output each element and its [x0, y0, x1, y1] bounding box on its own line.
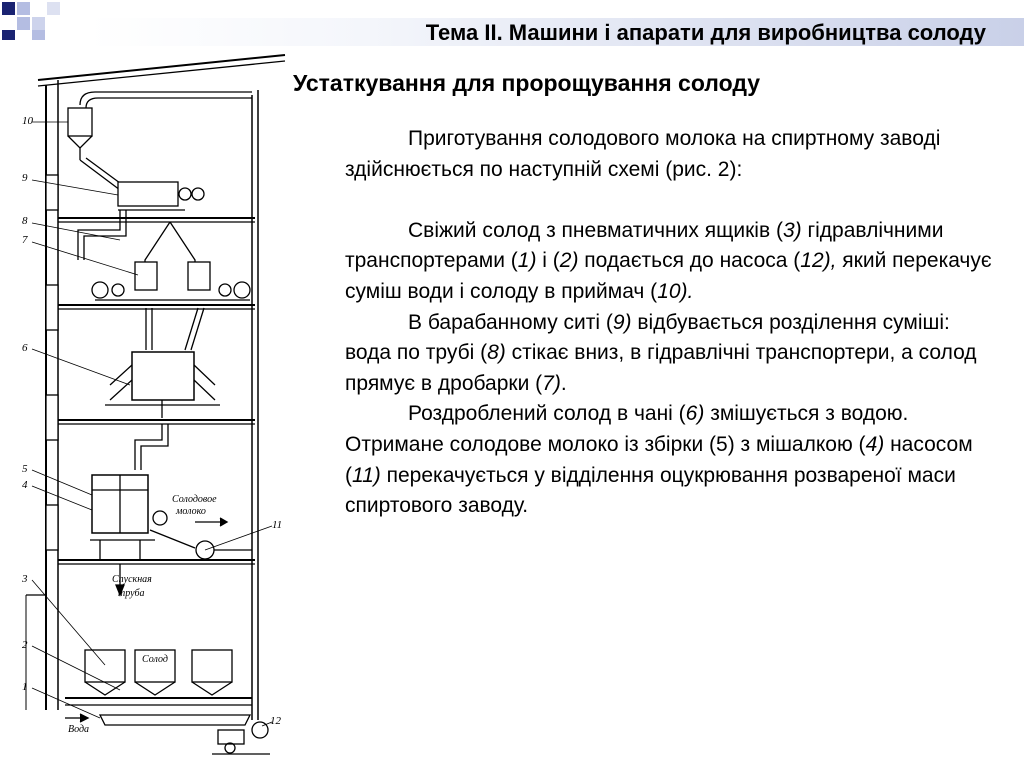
paragraph-2: В барабанному ситі (9) відбувається розд… — [345, 308, 995, 400]
label-water: Вода — [68, 724, 89, 735]
label-4: 4 — [22, 479, 28, 491]
ref-number: 6) — [685, 402, 705, 426]
logo-square — [17, 17, 30, 30]
logo-square — [2, 2, 15, 15]
label-malt: Солод — [142, 654, 168, 665]
label-1: 1 — [22, 681, 28, 693]
ref-number: 7) — [542, 371, 561, 395]
body-text: Приготування солодового молока на спиртн… — [345, 124, 995, 522]
ref-number: 11) — [352, 463, 381, 487]
text-run: подається до насоса ( — [578, 249, 801, 273]
label-12: 12 — [270, 715, 282, 727]
malt-milk-scheme-diagram: 10 9 8 7 6 5 4 3 2 1 11 12 Солодовое мол… — [21, 54, 286, 755]
text-run: який перекачує суміш води і солоду в при… — [345, 249, 992, 303]
label-2: 2 — [22, 639, 28, 651]
slide-subtitle: Устаткування для пророщування солоду — [293, 70, 761, 96]
text-run: стікає вниз, в гідравлічні транспортери,… — [345, 341, 977, 395]
ref-number: 9) — [612, 310, 632, 334]
logo-square — [17, 2, 30, 15]
label-7: 7 — [22, 234, 28, 246]
text-run: відбувається розділення суміші: вода по … — [345, 310, 950, 365]
ref-number: 10). — [657, 279, 694, 303]
label-5: 5 — [22, 463, 28, 475]
text-run: змішується з водою. Отримане солодове мо… — [345, 402, 909, 456]
header-title: Тема ІІ. Машини і апарати для виробництв… — [425, 20, 986, 45]
ref-number: 1) — [517, 249, 537, 273]
paragraph-1: Свіжий солод з пневматичних ящиків (3) г… — [345, 216, 995, 308]
ref-number: 2) — [559, 249, 579, 273]
text-run: перекачується у відділення оцукрювання р… — [345, 463, 956, 518]
label-drain-1: Спускная — [112, 574, 152, 585]
logo-squares — [0, 0, 80, 44]
label-malt-milk-1: Солодовое — [172, 494, 217, 505]
text-run: В барабанному ситі ( — [408, 310, 613, 334]
logo-square — [2, 30, 15, 40]
text-run: . — [560, 371, 567, 395]
text-run: насосом ( — [345, 432, 973, 487]
text-run: гідравлічними транспортерами ( — [345, 218, 944, 273]
ref-number: 12), — [800, 249, 837, 273]
intro-paragraph: Приготування солодового молока на спиртн… — [345, 127, 941, 181]
label-drain-2: труба — [118, 588, 145, 599]
label-malt-milk-2: молоко — [175, 506, 206, 517]
label-3: 3 — [21, 573, 28, 585]
paragraph-3: Роздроблений солод в чані (6) змішується… — [345, 399, 995, 521]
logo-square — [32, 30, 45, 40]
label-11: 11 — [272, 519, 282, 531]
label-8: 8 — [22, 215, 28, 227]
ref-number: 4) — [865, 432, 885, 456]
header-bar — [88, 18, 1024, 46]
logo-square — [32, 17, 45, 30]
text-run: Роздроблений солод в чані ( — [408, 402, 686, 426]
text-run: Свіжий солод з пневматичних ящиків ( — [408, 218, 783, 242]
logo-square — [47, 2, 60, 15]
label-10: 10 — [22, 115, 34, 127]
ref-number: 3) — [782, 218, 802, 242]
text-run: і ( — [536, 249, 560, 273]
ref-number: 8) — [487, 341, 506, 365]
label-9: 9 — [22, 172, 28, 184]
label-6: 6 — [22, 342, 28, 354]
